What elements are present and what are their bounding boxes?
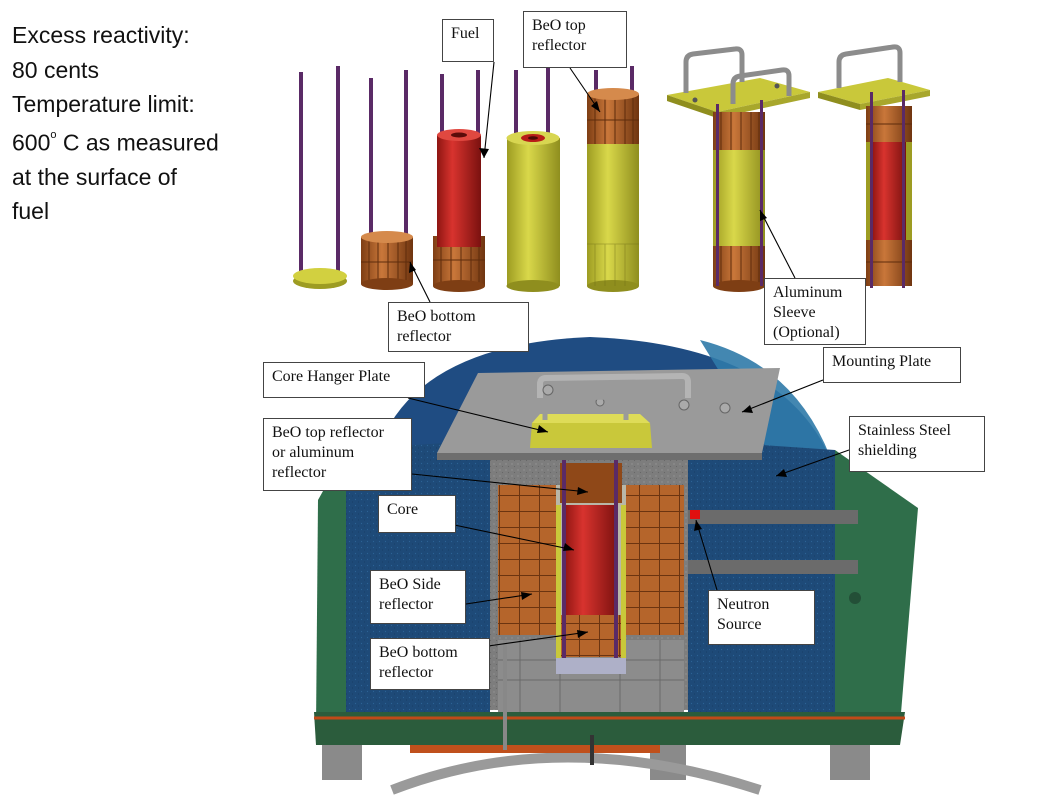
leader-core [439, 521, 575, 551]
assembly-step-1-base-plate [293, 66, 347, 289]
label-fuel: Fuel [442, 19, 494, 62]
excess-reactivity-value: 80 cents [12, 56, 99, 83]
arrowhead-fuel [479, 148, 489, 158]
leader-fuel [483, 61, 495, 159]
label-core: Core [378, 495, 456, 533]
leader-core-hanger [407, 397, 549, 433]
label-core-hanger-plate: Core Hanger Plate [263, 362, 425, 398]
assembly-step-3-fuel-column [433, 70, 485, 292]
label-neutron-source: Neutron Source [708, 590, 815, 645]
label-stainless-steel-shielding: Stainless Steel shielding [849, 416, 985, 472]
assembly-step-4-aluminum-sleeve [506, 66, 560, 292]
leader-lines [407, 61, 850, 649]
leader-mounting-plate [741, 379, 824, 413]
temperature-note: C as measured [56, 129, 219, 156]
reactor-specs-text: Excess reactivity: 80 cents Temperature … [12, 18, 262, 229]
arrowhead-beo-top-or-aluminum [577, 487, 588, 495]
arrowhead-aluminum-sleeve [760, 210, 767, 221]
temperature-limit-value: 600o C as measured [12, 122, 262, 160]
temperature-note-line3: fuel [12, 198, 50, 225]
label-beo-top-reflector: BeO top reflector [523, 11, 627, 68]
label-mounting-plate: Mounting Plate [823, 347, 961, 383]
arrowhead-neutron-source [694, 520, 702, 531]
arrowhead-mounting-plate [742, 405, 753, 413]
arrowhead-beo-side [521, 592, 532, 600]
leader-beo-side [465, 593, 533, 605]
assembly-step-2-bottom-reflector [361, 70, 413, 290]
label-beo-bottom-reflector-top: BeO bottom reflector [388, 302, 529, 352]
assembly-step-7-cutaway-core [818, 44, 930, 288]
temperature-note-line2: at the surface of [12, 163, 177, 190]
reactor-pool-cutaway [314, 337, 918, 795]
label-beo-bottom-reflector-lower: BeO bottom reflector [370, 638, 490, 690]
arrowhead-core-hanger [537, 425, 548, 433]
temperature-value: 600 [12, 129, 51, 156]
leader-neutron-source [695, 519, 718, 591]
excess-reactivity-label: Excess reactivity: [12, 22, 190, 48]
assembly-step-5-top-reflector [587, 66, 639, 292]
leader-aluminum-sleeve [759, 209, 796, 279]
degree-symbol: o [50, 128, 57, 141]
arrowhead-beo-bottom-lower [577, 630, 588, 638]
arrowhead-beo-bottom-top [409, 262, 416, 273]
label-aluminum-sleeve: Aluminum Sleeve (Optional) [764, 278, 866, 345]
leader-stainless-steel [775, 449, 850, 477]
assembly-step-6-mounted-core [667, 46, 810, 292]
label-beo-top-or-aluminum-reflector: BeO top reflector or aluminum reflector [263, 418, 412, 491]
leader-beo-bottom-lower [473, 631, 589, 649]
arrowhead-stainless-steel [776, 469, 787, 477]
temperature-limit-label: Temperature limit: [12, 91, 195, 117]
arrowhead-core [563, 543, 574, 551]
leader-arrowheads [409, 101, 787, 638]
leader-beo-top-or-aluminum [411, 473, 589, 493]
arrowhead-beo-top [591, 101, 600, 112]
label-beo-side-reflector: BeO Side reflector [370, 570, 466, 624]
